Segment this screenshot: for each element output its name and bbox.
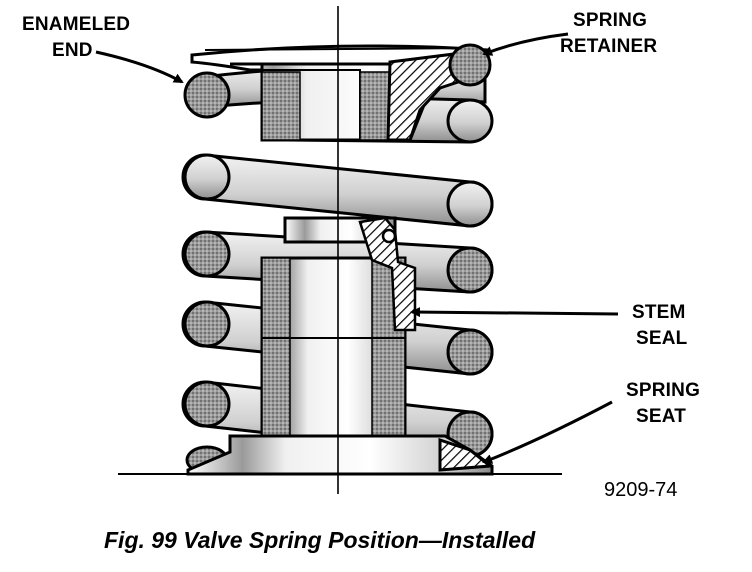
spring-retainer-arrow — [482, 32, 569, 56]
stem-seal-arrow — [410, 307, 619, 318]
enameled-end-label-line1: ENAMELED — [22, 14, 130, 35]
spring-retainer-label-line1: SPRING — [573, 10, 647, 31]
spring-seat-label-line2: SEAT — [636, 406, 686, 427]
spring-retainer — [190, 44, 490, 142]
spring-seat-arrow — [482, 400, 613, 464]
enameled-end-arrow — [95, 50, 184, 84]
stem-seal — [358, 216, 417, 332]
spring-seat — [186, 434, 494, 476]
leader-arrows — [95, 32, 619, 464]
figure-caption: Fig. 99 Valve Spring Position—Installed — [104, 527, 536, 553]
figure-code: 9209-74 — [604, 479, 677, 501]
stem-seal-label-line1: STEM — [632, 302, 686, 323]
stem-seal-label-line2: SEAL — [636, 328, 688, 349]
spring-seat-label-line1: SPRING — [626, 380, 700, 401]
enameled-end-label-line2: END — [52, 40, 93, 61]
spring-retainer-label-line2: RETAINER — [560, 36, 657, 57]
